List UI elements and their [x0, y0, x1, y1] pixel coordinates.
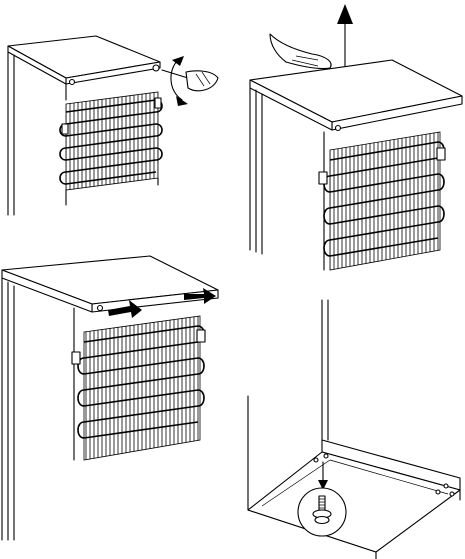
- cabinet-edge: [322, 300, 328, 440]
- arrow-up-icon: [337, 4, 353, 66]
- screw: [153, 65, 159, 71]
- condenser-coil: [324, 132, 444, 270]
- top-cover: [250, 60, 462, 122]
- panel-1-unscrew-cover: [8, 36, 218, 215]
- condenser-coil: [78, 316, 204, 460]
- panel-2-lift-cover: [250, 4, 462, 270]
- hand-icon: [270, 34, 331, 69]
- rotate-arrow-icon: [171, 60, 182, 100]
- magnifier-circle-icon: [298, 488, 346, 536]
- coil-bracket: [62, 124, 68, 134]
- screwdriver-icon: [162, 70, 218, 91]
- condenser-coil: [60, 92, 162, 205]
- panel-4-install-foot: [248, 300, 460, 559]
- panel-3-slide-cover: [2, 256, 218, 540]
- cabinet-side: [2, 278, 74, 540]
- coil-bracket: [319, 172, 327, 184]
- coil-bracket: [72, 352, 80, 364]
